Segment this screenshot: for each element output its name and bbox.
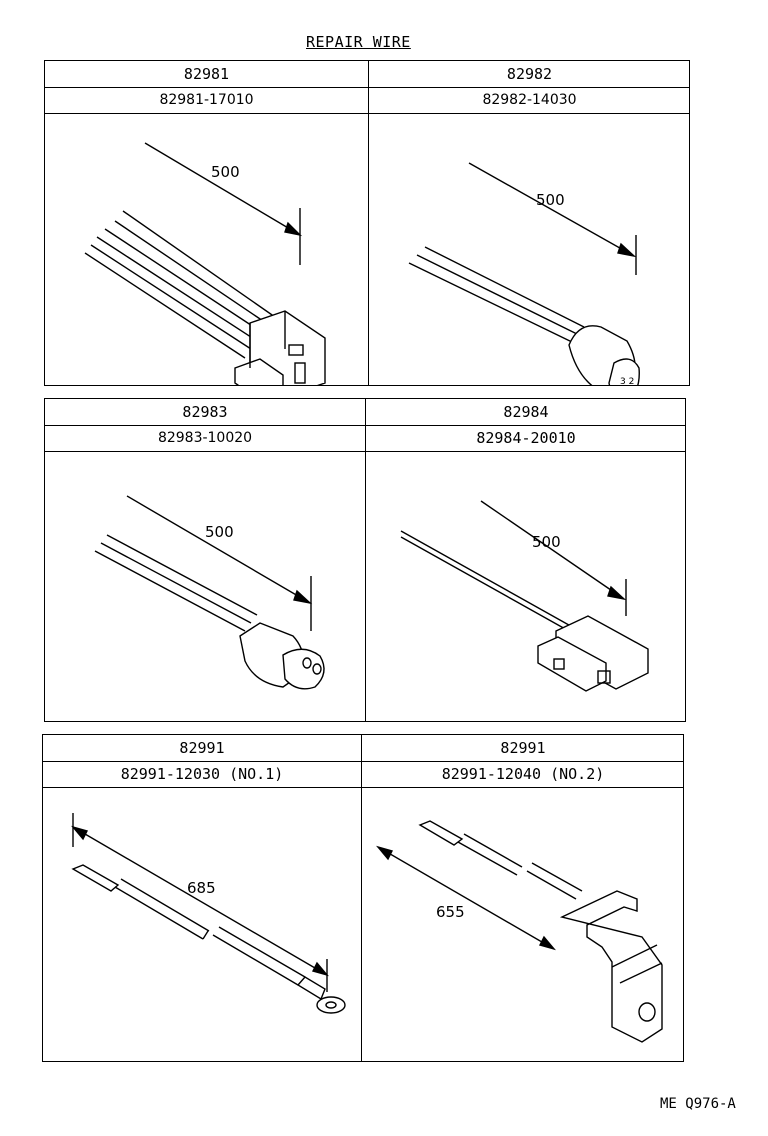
part-number-82991-12040: 82991-12040 (NO.2) [441,765,605,783]
part-number-82984-20010: 82984-20010 [476,429,576,447]
wire-no2-drawing: 655 [376,820,663,1043]
part-code-82981: 82981 [183,65,230,83]
part-number-82981-17010: 82981-17010 [159,92,254,108]
page-title: REPAIR WIRE [306,33,411,51]
dimension-label-500: 500 [205,523,234,541]
code-header-row: 82981 82982 [45,61,689,88]
dimension-label-655: 655 [436,903,465,921]
parts-panel-row-2: 82983 82984 82983-10020 82984-20010 500 … [44,398,686,722]
connector-82984-drawing: 500 [400,500,649,692]
code-header-row: 82991 82991 [43,735,683,762]
connector-82981-drawing: 500 [84,142,326,385]
column-divider [365,399,366,721]
dimension-label-685: 685 [187,879,216,897]
part-code-82983: 82983 [182,403,228,421]
connector-82983-drawing: 500 [94,495,325,690]
column-divider [368,61,369,385]
part-number-82991-12030: 82991-12030 (NO.1) [120,765,284,783]
part-number-row: 82981-17010 82982-14030 [45,87,689,114]
part-code-82982: 82982 [506,65,553,83]
dimension-label-500: 500 [536,191,565,209]
part-code-82991: 82991 [500,739,546,757]
part-number-row: 82991-12030 (NO.1) 82991-12040 (NO.2) [43,761,683,788]
dimension-label-500: 500 [211,163,240,181]
part-number-82983-10020: 82983-10020 [157,430,253,446]
part-code-82991: 82991 [179,739,225,757]
parts-panel-row-3: 82991 82991 82991-12030 (NO.1) 82991-120… [42,734,684,1062]
column-divider [361,735,362,1061]
parts-panel-row-1: 82981 82982 82981-17010 82982-14030 500 … [44,60,690,386]
wire-no1-drawing: 685 [71,813,346,1014]
code-header-row: 82983 82984 [45,399,685,426]
part-number-82982-14030: 82982-14030 [482,92,577,108]
svg-text:3 2: 3 2 [620,377,634,385]
connector-82982-drawing: 500 3 2 1 [408,162,640,385]
dimension-label-500: 500 [532,533,561,551]
drawing-reference-code: ME Q976-A [660,1096,736,1112]
part-number-row: 82983-10020 82984-20010 [45,425,685,452]
part-code-82984: 82984 [503,403,549,421]
